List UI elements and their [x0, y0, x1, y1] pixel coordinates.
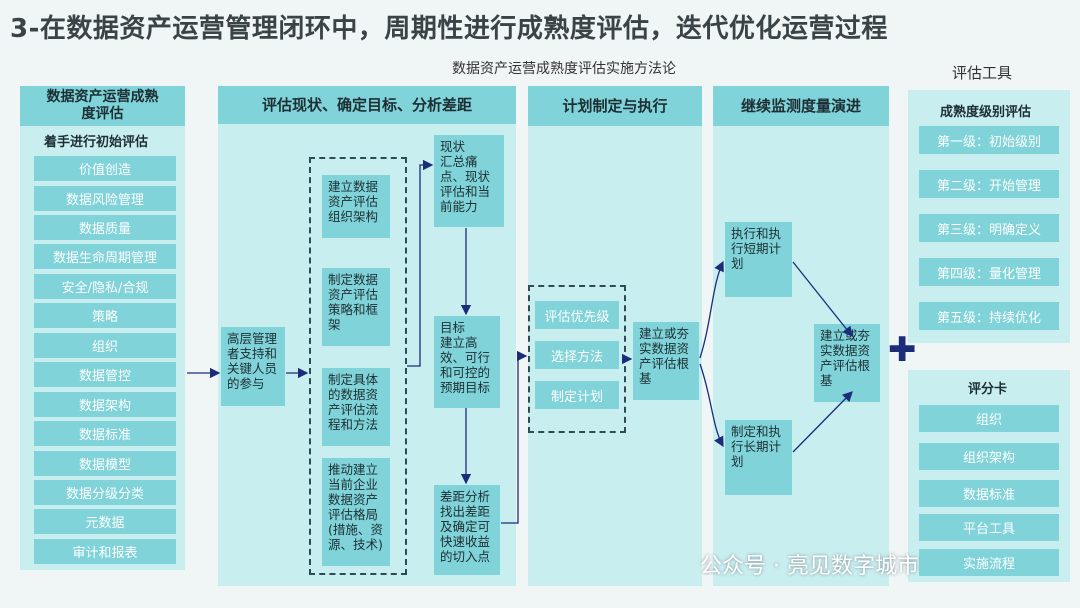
maturity-level: 第五级：持续优化 [919, 302, 1059, 330]
dimension-item: 数据架构 [34, 392, 176, 417]
arrow [792, 391, 853, 453]
stage2-header: 计划制定与执行 [528, 86, 702, 126]
arrow [699, 260, 724, 359]
page-title: 3-在数据资产运营管理闭环中，周期性进行成熟度评估，迭代优化运营过程 [10, 14, 888, 44]
dimension-item: 数据分级分类 [34, 480, 176, 505]
dimension-item: 策略 [34, 303, 176, 328]
target-box: 目标 建立高效、可行和可控的预期目标 [434, 316, 500, 408]
foundation-box: 建立或夯实数据资产评估根基 [633, 322, 699, 400]
maturity-level: 第三级：明确定义 [919, 214, 1059, 242]
diagram-subtitle: 数据资产运营成熟度评估实施方法论 [452, 61, 676, 77]
plan-item: 选择方法 [535, 341, 619, 369]
long-term-plan-box: 制定和执行长期计划 [725, 420, 792, 495]
scorecard-title: 评分卡 [968, 382, 1008, 397]
dimension-item: 元数据 [34, 509, 176, 534]
maturity-title: 成熟度级别评估 [940, 105, 1032, 120]
foundation-box: 建立或夯实数据资产评估根基 [814, 324, 880, 402]
maturity-level: 第一级：初始级别 [919, 126, 1059, 154]
dimension-item: 安全/隐私/合规 [34, 274, 176, 299]
dimension-item: 数据模型 [34, 451, 176, 476]
plus-icon: ✚ [888, 330, 917, 370]
plan-item: 制定计划 [535, 381, 619, 409]
scorecard-item: 组织 [919, 405, 1059, 432]
scorecard-item: 组织架构 [919, 443, 1059, 470]
gap-analysis-box: 差距分析 找出差距及确定可快速收益的切入点 [434, 485, 500, 575]
step-box: 制定具体的数据资产评估流程和方法 [322, 368, 390, 446]
step-box: 推动建立当前企业数据资产评估格局(措施、资源、技术) [322, 458, 390, 566]
left-panel-header: 数据资产运营成熟度评估 [20, 86, 185, 126]
dimension-item: 价值创造 [34, 156, 176, 181]
step-box: 建立数据资产评估组织架构 [322, 175, 390, 238]
stage1-header: 评估现状、确定目标、分析差距 [218, 86, 516, 124]
plan-item: 评估优先级 [535, 301, 619, 329]
tools-title: 评估工具 [952, 64, 1013, 82]
stakeholder-box: 高层管理者支持和关键人员的参与 [221, 327, 285, 406]
arrow [699, 363, 724, 448]
arrow [792, 261, 853, 338]
maturity-level: 第四级：量化管理 [919, 258, 1059, 286]
short-term-plan-box: 执行和执行短期计划 [725, 222, 792, 297]
scorecard-item: 实施流程 [919, 549, 1059, 576]
dimension-item: 组织 [34, 333, 176, 358]
dimension-item: 数据质量 [34, 215, 176, 240]
dimension-item: 数据标准 [34, 421, 176, 446]
scorecard-item: 平台工具 [919, 514, 1059, 541]
dimension-item: 数据风险管理 [34, 186, 176, 211]
watermark: 公众号 · 亮见数字城市 [700, 554, 919, 579]
left-panel-subheader: 着手进行初始评估 [44, 135, 149, 150]
arrow [407, 159, 434, 367]
stage3-header: 继续监测度量演进 [713, 86, 889, 126]
steps-dashed-group [309, 157, 407, 575]
maturity-level: 第二级：开始管理 [919, 170, 1059, 198]
dimension-item: 数据生命周期管理 [34, 244, 176, 269]
dimension-item: 数据管控 [34, 362, 176, 387]
arrow [501, 350, 528, 524]
dimension-item: 审计和报表 [34, 539, 176, 564]
step-box: 制定数据资产评估策略和框架 [322, 268, 390, 346]
scorecard-item: 数据标准 [919, 480, 1059, 507]
status-box: 现状 汇总痛点、现状评估和当前能力 [434, 135, 504, 227]
